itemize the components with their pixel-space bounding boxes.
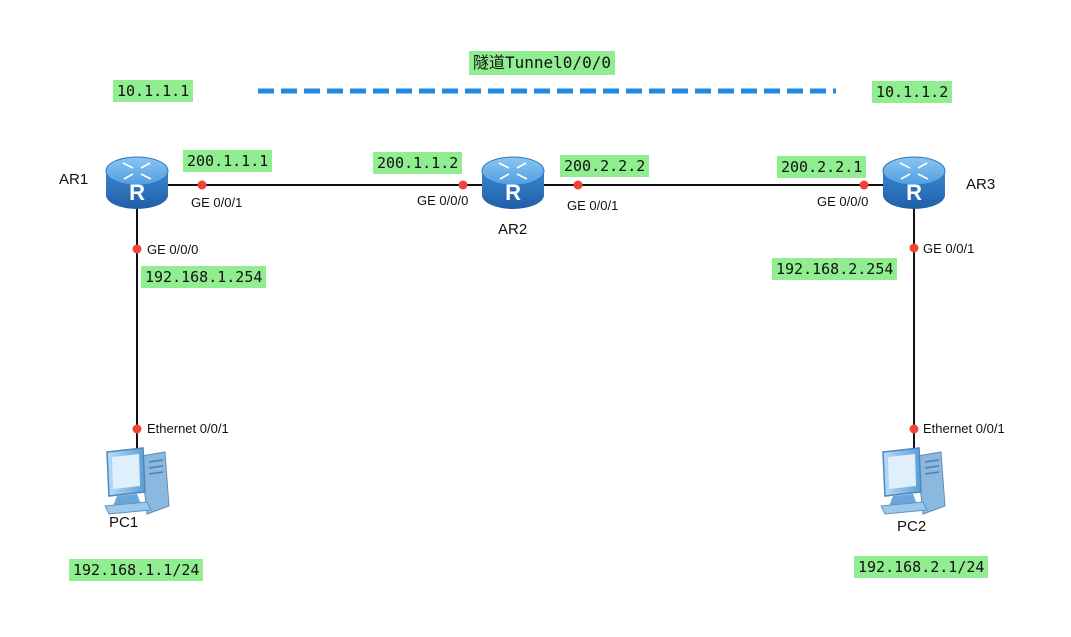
device-name-pc2: PC2 [897,518,927,535]
port-dot-ar1-ge001[interactable] [197,180,207,190]
ip-ar3-ge001: 192.168.2.254 [772,258,898,280]
tunnel-ip-right: 10.1.1.2 [872,81,953,103]
port-dot-ar1-ge000[interactable] [132,244,142,254]
pc1-icon[interactable] [104,447,170,515]
ip-pc2: 192.168.2.1/24 [854,556,989,578]
device-name-ar2: AR2 [498,221,528,238]
port-dot-pc1-eth[interactable] [132,424,142,434]
pc2-icon[interactable] [880,447,946,515]
router-ar1-icon[interactable]: R [105,156,169,209]
port-dot-pc2-eth[interactable] [909,424,919,434]
svg-text:R: R [129,180,145,205]
router-ar2-icon[interactable]: R [481,156,545,209]
port-label-ar1-ge000: GE 0/0/0 [147,242,199,257]
tunnel-label: 隧道Tunnel0/0/0 [469,51,615,75]
port-dot-ar3-ge000[interactable] [859,180,869,190]
device-name-pc1: PC1 [109,514,139,531]
device-name-ar1: AR1 [59,171,89,188]
tunnel-ip-left: 10.1.1.1 [113,80,194,102]
port-label-ar1-ge001: GE 0/0/1 [191,195,243,210]
port-label-ar3-ge000: GE 0/0/0 [817,194,869,209]
ip-ar2-ge000: 200.1.1.2 [373,152,463,174]
ip-ar2-ge001: 200.2.2.2 [560,155,650,177]
svg-text:R: R [505,180,521,205]
port-label-ar2-ge000: GE 0/0/0 [417,193,469,208]
device-name-ar3: AR3 [966,176,996,193]
ip-pc1: 192.168.1.1/24 [69,559,204,581]
ip-ar3-ge000: 200.2.2.1 [777,156,867,178]
port-label-pc1-eth: Ethernet 0/0/1 [147,421,229,436]
ip-ar1-ge001: 200.1.1.1 [183,150,273,172]
port-dot-ar2-ge001[interactable] [573,180,583,190]
router-ar3-icon[interactable]: R [882,156,946,209]
port-dot-ar2-ge000[interactable] [458,180,468,190]
port-dot-ar3-ge001[interactable] [909,243,919,253]
svg-text:R: R [906,180,922,205]
port-label-ar2-ge001: GE 0/0/1 [567,198,619,213]
port-label-ar3-ge001: GE 0/0/1 [923,241,975,256]
port-label-pc2-eth: Ethernet 0/0/1 [923,421,1005,436]
ip-ar1-ge000: 192.168.1.254 [141,266,267,288]
